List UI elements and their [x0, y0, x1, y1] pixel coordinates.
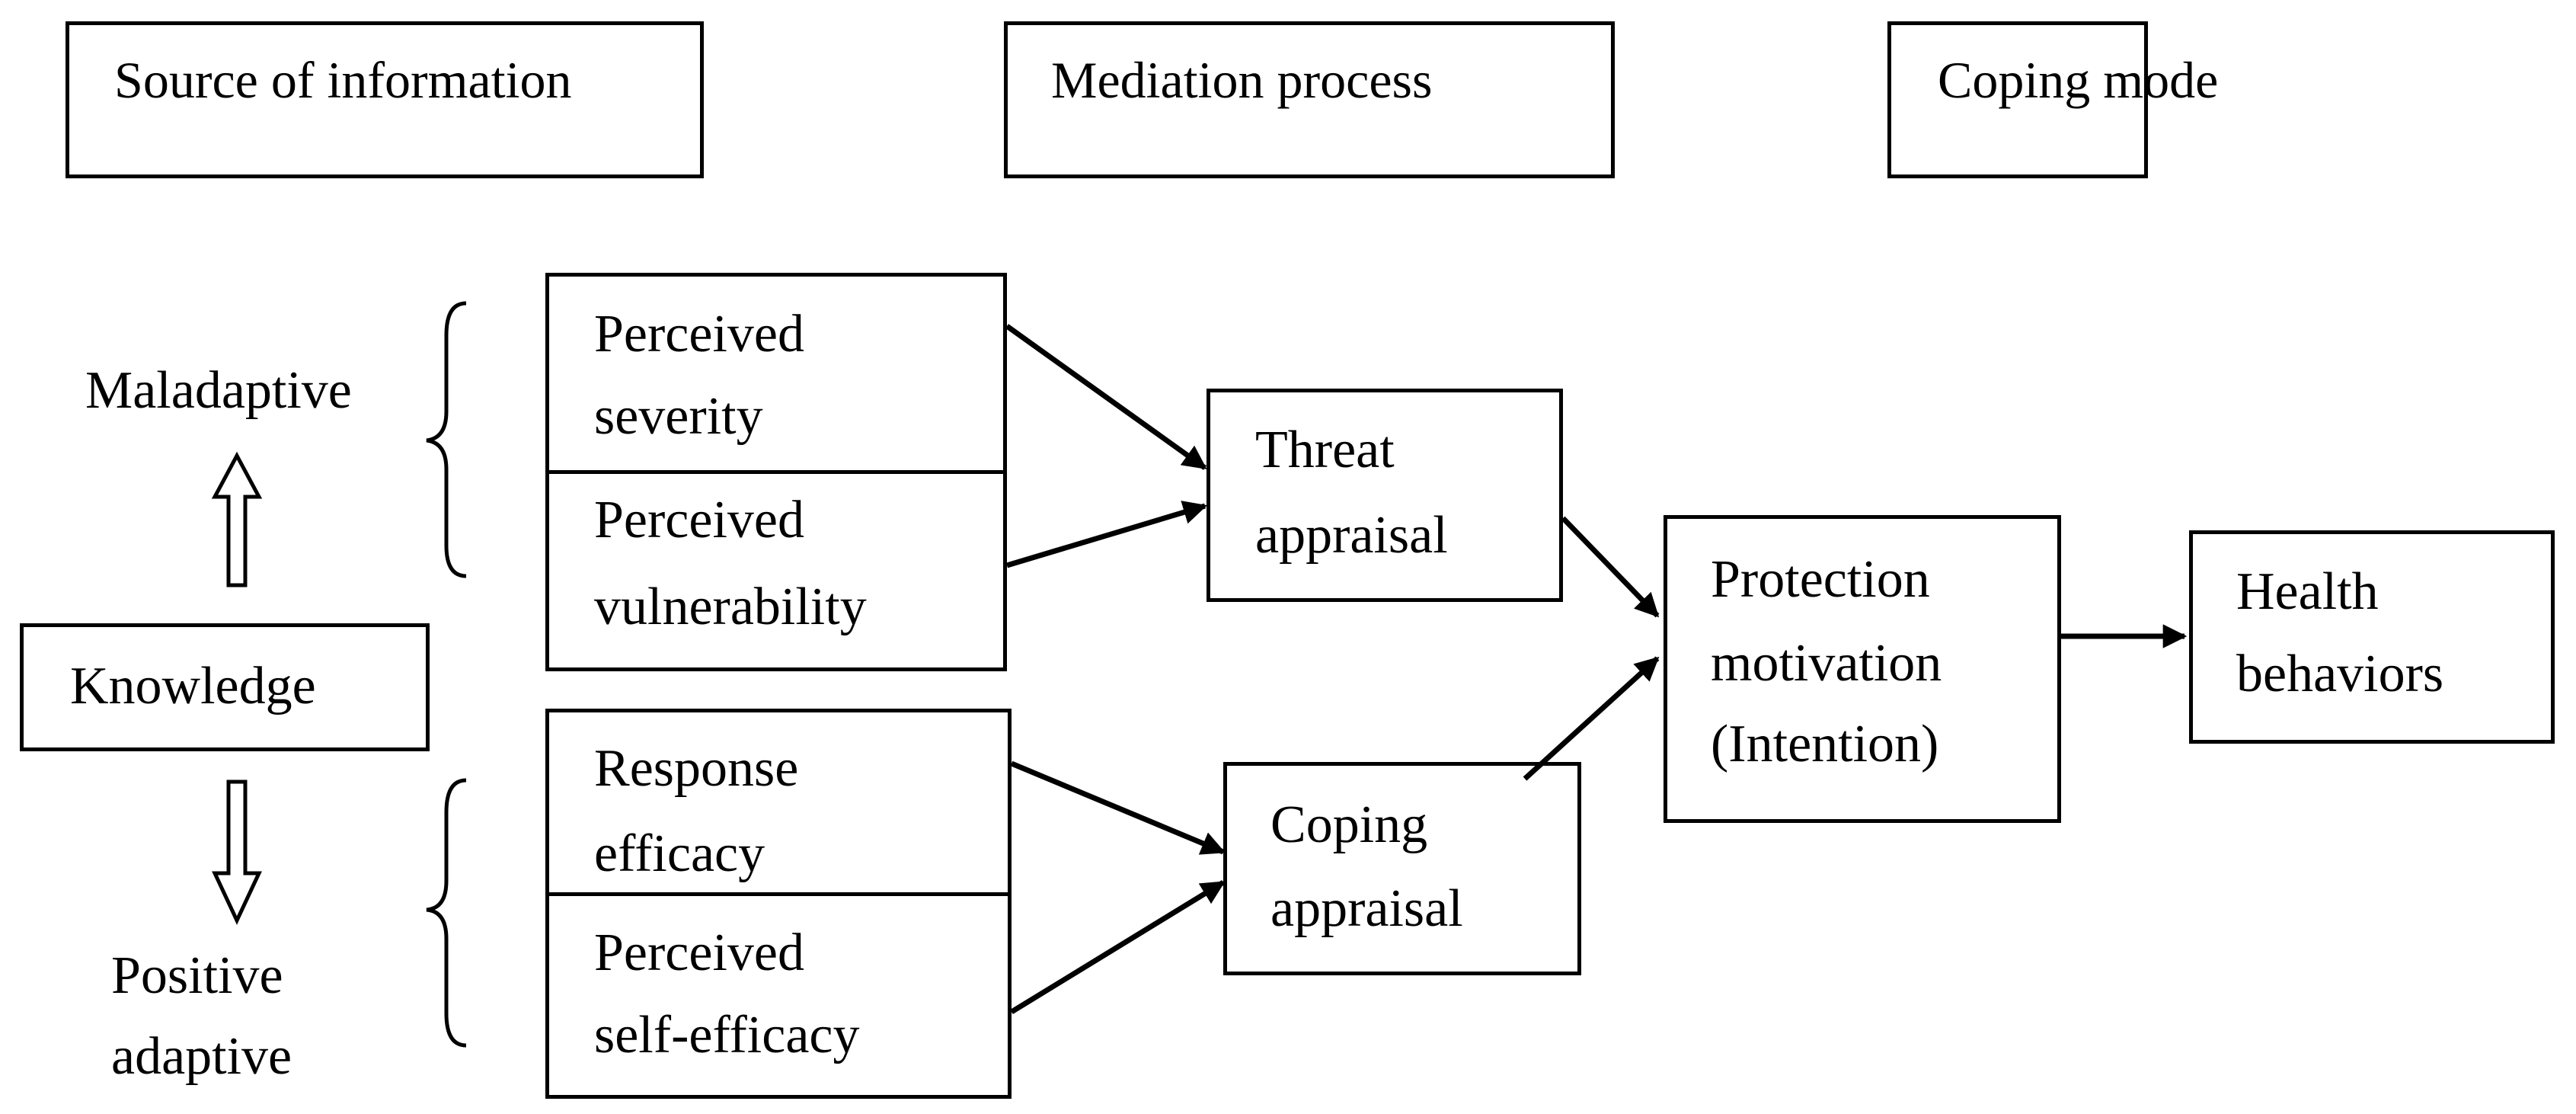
protection-motivation-label-line1: Protection: [1711, 550, 1930, 609]
arrow-coping-to-protection: [1523, 656, 1660, 781]
arrow-vulnerability-to-threat: [1005, 501, 1208, 568]
response-efficacy-label-line2: efficacy: [594, 824, 765, 883]
health-behaviors-label-line1: Health: [2236, 562, 2379, 621]
upper-brace: [426, 301, 467, 578]
arrow-response-to-coping: [1010, 760, 1226, 855]
health-behaviors-label-line2: behaviors: [2236, 645, 2444, 703]
health-behaviors-box: [2189, 530, 2555, 744]
perceived-self-efficacy-box: [545, 892, 1012, 1099]
lower-brace: [426, 778, 467, 1048]
response-efficacy-label-line1: Response: [594, 739, 799, 798]
perceived-vulnerability-label-line1: Perceived: [594, 491, 804, 549]
perceived-severity-label-line1: Perceived: [594, 305, 804, 363]
arrow-severity-to-threat: [1005, 324, 1207, 470]
mediation-process-box: [1004, 21, 1615, 178]
down-hollow-arrow: [212, 779, 262, 925]
coping-appraisal-box: [1223, 762, 1581, 975]
coping-mode-label: Coping mode: [1938, 51, 2219, 109]
protection-motivation-box: [1664, 515, 2061, 823]
perceived-severity-label-line2: severity: [594, 387, 763, 446]
source-of-information-box: [66, 21, 704, 178]
source-of-information-label: Source of information: [114, 51, 572, 109]
perceived-self-efficacy-label-line2: self-efficacy: [594, 1006, 860, 1064]
arrow-selfefficacy-to-coping: [1010, 880, 1226, 1014]
threat-appraisal-label-line1: Threat: [1255, 421, 1395, 479]
mediation-process-label: Mediation process: [1051, 51, 1433, 109]
positive-adaptive-label-line1: Positive: [111, 946, 283, 1005]
perceived-self-efficacy-label-line1: Perceived: [594, 924, 804, 982]
perceived-vulnerability-label-line2: vulnerability: [594, 578, 867, 636]
protection-motivation-label-line3: (Intention): [1711, 715, 1939, 773]
coping-appraisal-label-line1: Coping: [1270, 795, 1428, 854]
maladaptive-label: Maladaptive: [85, 361, 352, 420]
knowledge-label: Knowledge: [70, 657, 316, 715]
knowledge-box: [20, 623, 430, 751]
protection-motivation-label-line2: motivation: [1711, 634, 1942, 693]
arrow-threat-to-protection: [1561, 516, 1660, 618]
threat-appraisal-label-line2: appraisal: [1255, 506, 1448, 565]
threat-appraisal-box: [1207, 389, 1563, 602]
up-hollow-arrow: [211, 451, 263, 587]
coping-appraisal-label-line2: appraisal: [1270, 879, 1463, 938]
positive-adaptive-label-line2: adaptive: [111, 1027, 292, 1086]
coping-mode-box: [1887, 21, 2148, 178]
perceived-vulnerability-box: [545, 470, 1007, 671]
